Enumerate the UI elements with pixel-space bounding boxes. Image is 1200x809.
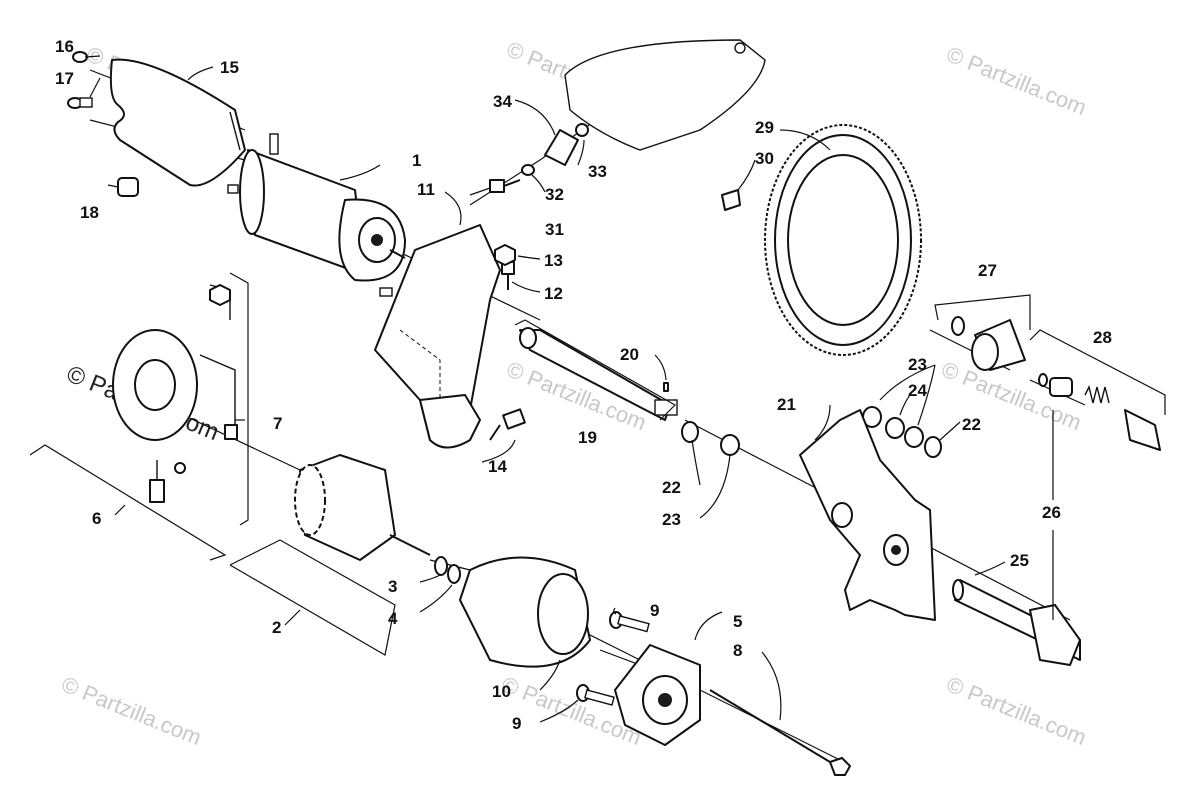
callout-18: 18 bbox=[80, 203, 99, 222]
group-brackets bbox=[29, 272, 1166, 656]
callout-14: 14 bbox=[488, 457, 507, 476]
part-18-spacer bbox=[117, 177, 139, 197]
part-22-snap-ring-right bbox=[924, 436, 942, 458]
callout-3: 3 bbox=[388, 577, 397, 596]
callout-7: 7 bbox=[273, 414, 282, 433]
callout-8: 8 bbox=[733, 641, 742, 660]
part-28-spring-kit bbox=[1038, 373, 1161, 451]
callout-34: 34 bbox=[493, 92, 512, 111]
watermark: © Partzilla.com bbox=[943, 41, 1090, 120]
part-10-housing-tube bbox=[459, 556, 591, 668]
part-16-nut bbox=[72, 51, 88, 63]
callout-9-top: 9 bbox=[650, 601, 659, 620]
part-9-screw-top bbox=[609, 611, 650, 633]
callout-17: 17 bbox=[55, 69, 74, 88]
callout-9-bottom: 9 bbox=[512, 714, 521, 733]
callout-2: 2 bbox=[272, 618, 281, 637]
part-12-bolt bbox=[501, 261, 515, 290]
callout-16: 16 bbox=[55, 37, 74, 56]
callout-24: 24 bbox=[908, 381, 927, 400]
callout-23-right: 23 bbox=[908, 355, 927, 374]
part-27-pinion bbox=[951, 316, 1026, 371]
callout-32: 32 bbox=[545, 185, 564, 204]
callout-1: 1 bbox=[412, 151, 421, 170]
part-11-bracket bbox=[374, 224, 501, 449]
leader-lines bbox=[84, 55, 1054, 723]
callout-11: 11 bbox=[417, 180, 435, 199]
part-1-starter-motor bbox=[227, 133, 406, 297]
part-4-washer bbox=[447, 564, 461, 584]
part-3-washer bbox=[434, 556, 448, 576]
part-9-screw-bottom bbox=[576, 684, 615, 706]
watermark: © Partzilla.com bbox=[943, 671, 1090, 750]
callout-12: 12 bbox=[544, 284, 563, 303]
callout-labels: 1 2 3 4 5 6 7 8 9 9 10 11 12 13 14 15 16… bbox=[55, 37, 1112, 733]
callout-30: 30 bbox=[755, 149, 774, 168]
callout-15: 15 bbox=[220, 58, 239, 77]
callout-20: 20 bbox=[620, 345, 639, 364]
part-14-bolt bbox=[489, 408, 526, 441]
watermark: © Partzilla.com bbox=[58, 671, 205, 750]
callout-23-left: 23 bbox=[662, 510, 681, 529]
part-34-clamp bbox=[544, 129, 579, 166]
part-5-end-cap bbox=[614, 644, 701, 746]
part-29-ring-gear bbox=[764, 124, 922, 356]
callout-6: 6 bbox=[92, 509, 101, 528]
part-21-housing bbox=[799, 409, 936, 621]
part-33-washer bbox=[575, 123, 589, 137]
callout-5: 5 bbox=[733, 612, 742, 631]
part-25-drive-shaft bbox=[952, 579, 1081, 666]
part-20-pin bbox=[663, 382, 669, 392]
callout-13: 13 bbox=[544, 251, 563, 270]
part-7-brush-holder bbox=[112, 284, 238, 441]
callout-4: 4 bbox=[388, 609, 398, 628]
callout-10: 10 bbox=[492, 682, 511, 701]
part-8-through-bolt bbox=[709, 689, 851, 776]
callout-29: 29 bbox=[755, 118, 774, 137]
callout-33: 33 bbox=[588, 162, 607, 181]
callout-19: 19 bbox=[578, 428, 597, 447]
part-31-bolt bbox=[489, 179, 521, 193]
part-30-screw bbox=[721, 189, 741, 211]
part-17-screw bbox=[67, 97, 93, 109]
part-13-nut bbox=[494, 244, 516, 266]
callout-27: 27 bbox=[978, 261, 997, 280]
part-23-snap-ring bbox=[720, 434, 740, 456]
callout-28: 28 bbox=[1093, 328, 1112, 347]
mount-plate-outline bbox=[564, 39, 766, 151]
part-15-cover bbox=[109, 58, 246, 187]
part-2-armature bbox=[294, 454, 431, 561]
callout-26: 26 bbox=[1042, 503, 1061, 522]
callout-25: 25 bbox=[1010, 551, 1029, 570]
part-32-washer bbox=[521, 164, 535, 176]
callout-31: 31 bbox=[545, 220, 564, 239]
part-22-snap-ring bbox=[681, 421, 699, 443]
callout-22-left: 22 bbox=[662, 478, 681, 497]
part-6-brush bbox=[149, 460, 186, 503]
callout-21: 21 bbox=[777, 395, 796, 414]
part-24-ring bbox=[885, 417, 905, 439]
callout-22-right: 22 bbox=[962, 415, 981, 434]
